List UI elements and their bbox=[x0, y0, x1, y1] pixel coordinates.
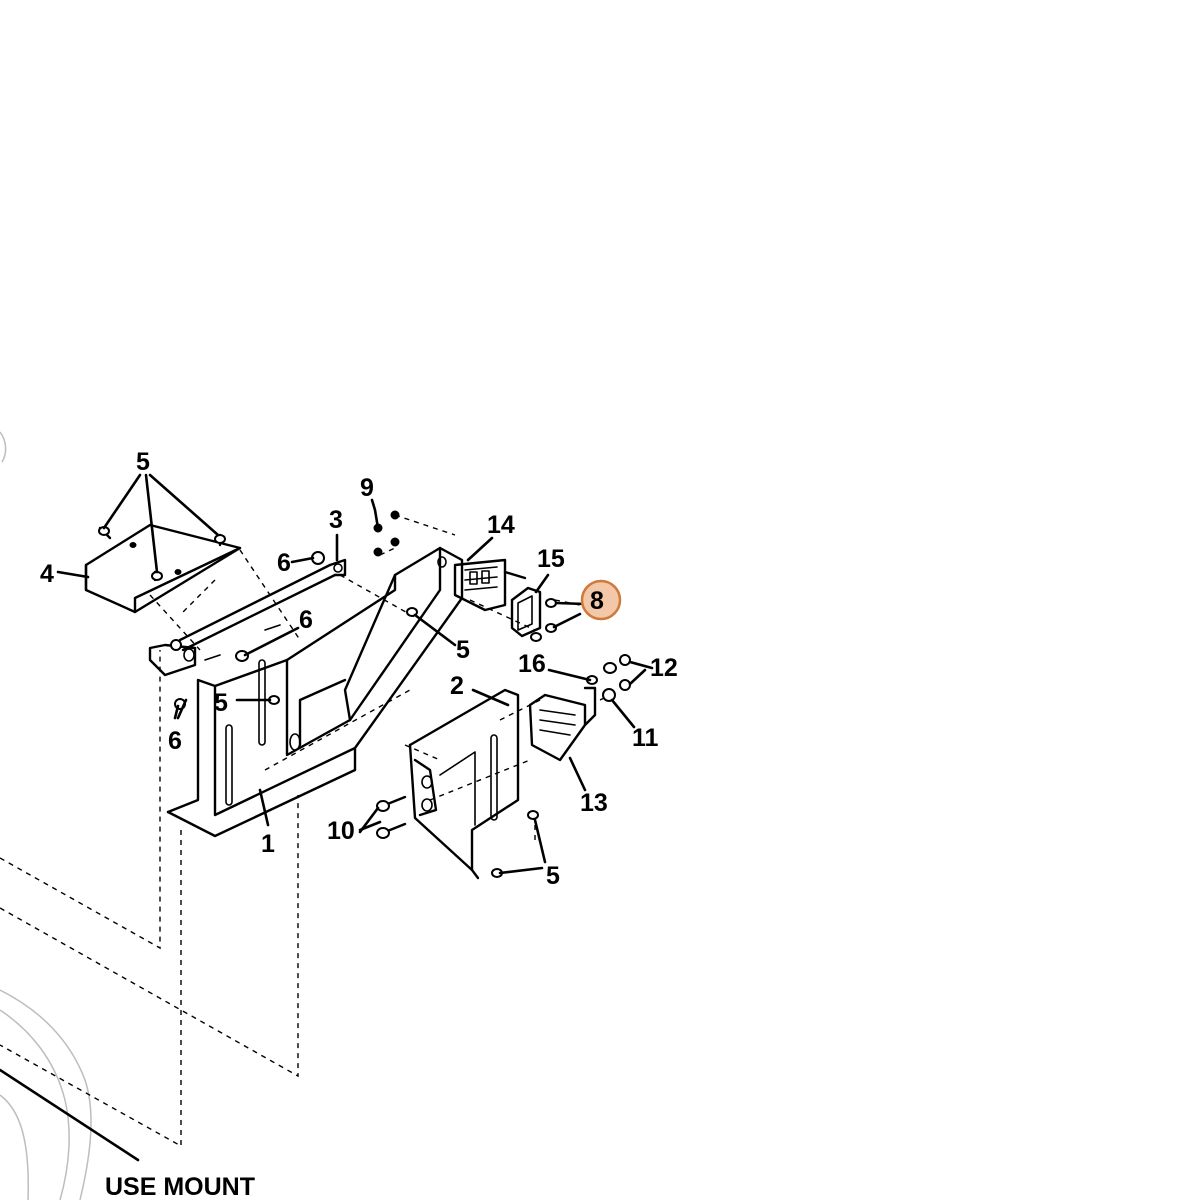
arm-part-3 bbox=[148, 558, 347, 677]
callout-6: 6 bbox=[277, 549, 291, 577]
bracket-part-1 bbox=[166, 546, 464, 838]
callout-15: 15 bbox=[537, 545, 565, 573]
callout-5: 5 bbox=[456, 636, 470, 664]
leader-lines bbox=[0, 473, 654, 1162]
callout-10: 10 bbox=[327, 817, 355, 845]
callout-4: 4 bbox=[40, 560, 54, 588]
callout-14: 14 bbox=[487, 511, 515, 539]
callout-13: 13 bbox=[580, 789, 608, 817]
highlight-circle bbox=[580, 579, 622, 621]
callout-9: 9 bbox=[360, 474, 374, 502]
callout-3: 3 bbox=[329, 506, 343, 534]
callout-12: 12 bbox=[650, 654, 678, 682]
cover-part-4 bbox=[84, 523, 242, 614]
callout-5: 5 bbox=[546, 862, 560, 890]
callout-5: 5 bbox=[214, 689, 228, 717]
callout-16: 16 bbox=[518, 650, 546, 678]
bracket-part-2 bbox=[408, 688, 520, 880]
callout-8: 8 bbox=[590, 587, 604, 615]
component-part-15 bbox=[510, 586, 542, 638]
callout-5: 5 bbox=[136, 448, 150, 476]
callout-2: 2 bbox=[450, 672, 464, 700]
component-part-13 bbox=[528, 686, 597, 762]
component-part-14 bbox=[453, 558, 527, 612]
callout-1: 1 bbox=[261, 830, 275, 858]
background-outline bbox=[0, 431, 92, 1200]
callout-labels: 1 2 3 4 5 5 5 5 6 6 6 8 9 10 11 12 13 14… bbox=[40, 448, 678, 890]
callout-11: 11 bbox=[632, 724, 659, 752]
callout-6: 6 bbox=[168, 727, 182, 755]
dashed-guide-lines bbox=[0, 514, 611, 1148]
callout-6: 6 bbox=[299, 606, 313, 634]
caption-use-mount: USE MOUNT bbox=[105, 1173, 255, 1200]
